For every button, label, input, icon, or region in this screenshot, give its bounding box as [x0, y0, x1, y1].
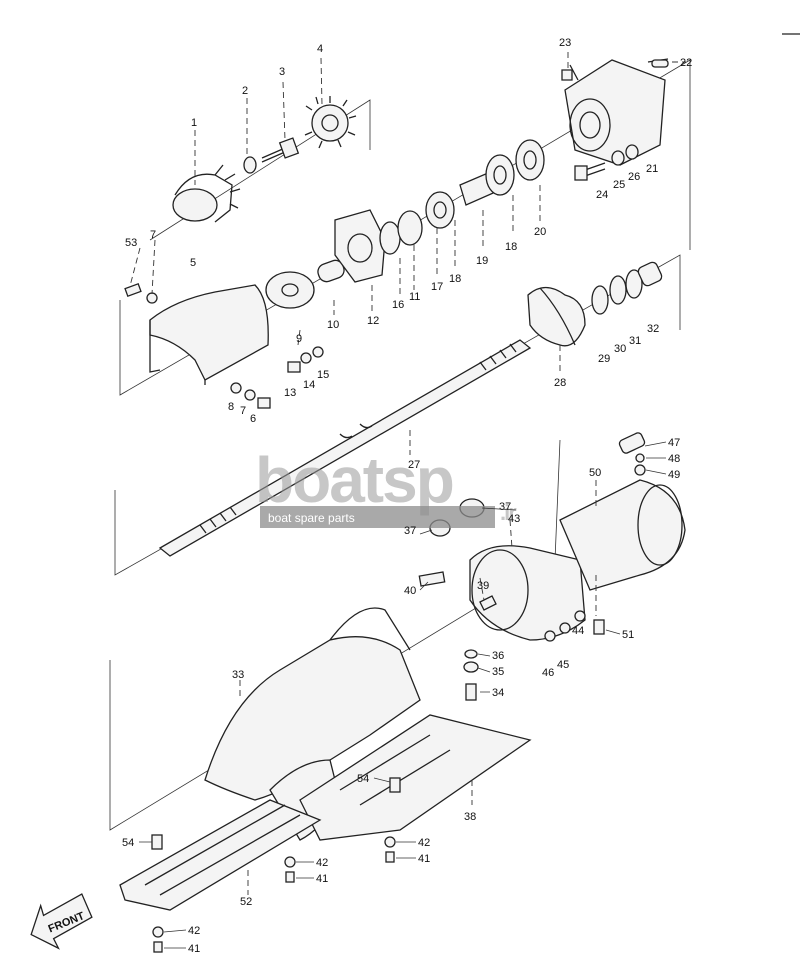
part-label: 42: [316, 857, 328, 869]
part-label: 52: [240, 896, 252, 908]
part-label: 18: [505, 241, 517, 253]
part-label: 35: [492, 666, 504, 678]
part-label: 54: [122, 837, 134, 849]
part-label: 5: [190, 257, 196, 269]
part-label: 42: [188, 925, 200, 937]
part-label: 12: [367, 315, 379, 327]
coupling-housing-parts: [265, 209, 386, 309]
part-label: 54: [357, 773, 369, 785]
part-label: 33: [232, 669, 244, 681]
part-label: 6: [250, 413, 256, 425]
part-label: 51: [622, 629, 634, 641]
part-label: 3: [279, 66, 285, 78]
part-label: 22: [680, 57, 692, 69]
part-label: 31: [629, 335, 641, 347]
part-label: 20: [534, 226, 546, 238]
watermark-tagline-bar: [260, 506, 495, 528]
bolts-nuts-hardware: [124, 283, 646, 953]
part-label: 28: [554, 377, 566, 389]
part-label: 23: [559, 37, 571, 49]
part-label: 27: [408, 459, 420, 471]
part-label: 41: [418, 853, 430, 865]
part-label: 41: [316, 873, 328, 885]
part-label: 4: [317, 43, 323, 55]
watermark-suffix: .ir: [500, 500, 517, 525]
label-arrows: [139, 441, 667, 949]
part-label: 50: [589, 467, 601, 479]
part-label: 48: [668, 453, 680, 465]
drive-shaft-part: [158, 339, 532, 557]
part-label: 47: [668, 437, 680, 449]
washer-bolt-rotor-parts: [243, 96, 357, 174]
part-label: 38: [464, 811, 476, 823]
part-label: 10: [327, 319, 339, 331]
part-label: 1: [191, 117, 197, 129]
part-label: 7: [150, 229, 156, 241]
part-label: 53: [125, 237, 137, 249]
part-label: 42: [418, 837, 430, 849]
watermark-tagline: boat spare parts: [268, 511, 355, 525]
ride-plates-parts: [119, 714, 532, 911]
part-label: 46: [542, 667, 554, 679]
cover-guard-part: [149, 284, 269, 385]
front-direction-marker: FRONT: [30, 893, 93, 950]
part-label: 49: [668, 469, 680, 481]
nozzle-steering-parts: [469, 432, 686, 641]
part-label: 25: [613, 179, 625, 191]
part-label: 29: [598, 353, 610, 365]
part-label: 37: [499, 501, 511, 513]
bearing-seal-stack: [379, 139, 545, 255]
part-label: 43: [508, 513, 520, 525]
leader-lines: [129, 52, 686, 895]
part-label: 17: [431, 281, 443, 293]
part-number-labels: 1 2 3 4 5 6 7 7 8 9 10 11 12 13 14 15 16…: [122, 37, 692, 955]
part-label: 8: [228, 401, 234, 413]
watermark: boatsp .ir boat spare parts: [255, 444, 519, 528]
pump-case-part: [564, 58, 669, 166]
part-label: 45: [557, 659, 569, 671]
part-label: 9: [296, 333, 302, 345]
part-label: 40: [404, 585, 416, 597]
part-label: 41: [188, 943, 200, 955]
impeller-hub-part: [172, 164, 241, 223]
part-label: 24: [596, 189, 608, 201]
part-label: 21: [646, 163, 658, 175]
part-label: 15: [317, 369, 329, 381]
part-label: 30: [614, 343, 626, 355]
part-label: 14: [303, 379, 315, 391]
part-label: 39: [477, 580, 489, 592]
part-label: 13: [284, 387, 296, 399]
part-label: 18: [449, 273, 461, 285]
part-label: 2: [242, 85, 248, 97]
part-label: 34: [492, 687, 504, 699]
part-label: 44: [572, 625, 584, 637]
part-label: 26: [628, 171, 640, 183]
watermark-brand: boatsp: [255, 444, 453, 516]
part-label: 7: [240, 405, 246, 417]
part-label: 32: [647, 323, 659, 335]
part-label: 36: [492, 650, 504, 662]
part-label: 19: [476, 255, 488, 267]
impeller-spacers-parts: [527, 261, 663, 347]
part-label: 16: [392, 299, 404, 311]
part-label: 11: [409, 291, 420, 303]
small-hardware-top: [561, 59, 669, 181]
part-label: 37: [404, 525, 416, 537]
